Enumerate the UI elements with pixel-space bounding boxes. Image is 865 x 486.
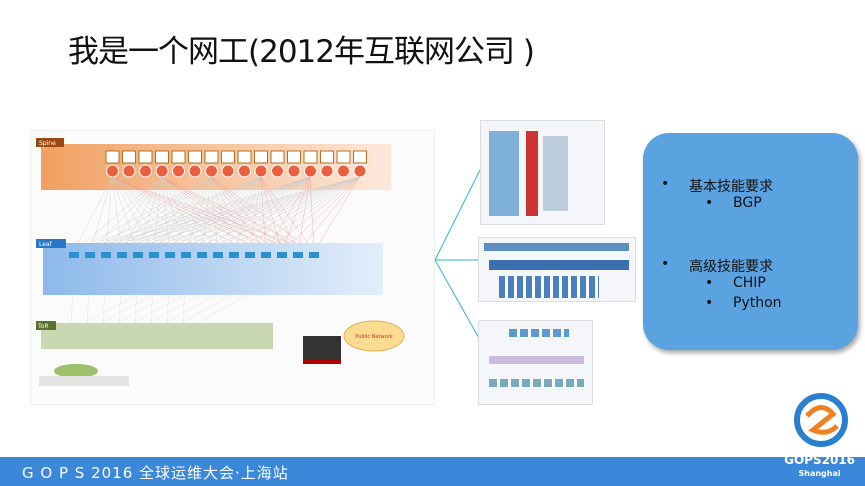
gops-logo-icon — [794, 393, 848, 447]
thumbnail-topology-2 — [478, 237, 636, 302]
brand-sub: Shanghai — [798, 469, 841, 478]
leaf-switch — [277, 252, 287, 258]
leaf-switch — [229, 252, 239, 258]
skills-card: • 基本技能要求 • BGP • 高级技能要求 • CHIP • Python — [643, 133, 858, 350]
leaf-tag — [36, 239, 66, 248]
spine-switch — [353, 150, 367, 164]
spine-router — [106, 164, 119, 178]
spine-router — [337, 164, 350, 178]
leaf-switch — [133, 252, 143, 258]
leaf-layer — [43, 243, 383, 295]
leaf-switch — [117, 252, 127, 258]
leaf-switch — [261, 252, 271, 258]
thumbnail-topology-1 — [480, 120, 605, 225]
spine-switch — [171, 150, 186, 164]
spine-switch — [155, 150, 169, 164]
bullet: • — [661, 256, 670, 272]
leaf-switch — [197, 252, 207, 258]
bullet: • — [705, 275, 714, 291]
leaf-switch — [165, 252, 175, 258]
spine-router — [205, 164, 218, 178]
leaf-switch — [293, 252, 303, 258]
spine-switch — [105, 150, 120, 164]
skill-python: Python — [733, 295, 782, 311]
thumbnail-topology-3 — [478, 320, 593, 405]
footer-text: G O P S 2016 全球运维大会·上海站 — [22, 464, 289, 482]
spine-router — [287, 164, 301, 178]
leaf-switch — [181, 252, 191, 258]
leaf-switch — [213, 252, 223, 258]
spine-router — [122, 164, 136, 178]
spine-switch — [320, 150, 334, 164]
public-network-cloud — [343, 320, 405, 352]
slide-title: 我是一个网工(2012年互联网公司 ) — [68, 34, 535, 70]
leaf-switch — [245, 252, 255, 258]
spine-router — [320, 164, 334, 178]
bullet: • — [705, 295, 714, 311]
spine-router — [155, 164, 169, 178]
spine-router — [254, 164, 268, 178]
spine-router — [221, 164, 235, 178]
skill-chip: CHIP — [733, 275, 766, 291]
spine-switch — [287, 150, 301, 164]
advanced-skills-label: 高级技能要求 — [689, 259, 773, 275]
spine-router — [188, 164, 202, 178]
leaf-switch — [69, 252, 79, 258]
footer-brand: GOPS2016 Shanghai — [784, 454, 855, 480]
spine-switch — [254, 150, 268, 164]
leaf-label: Leaf — [39, 241, 53, 248]
spine-router — [353, 164, 367, 178]
leaf-switch — [149, 252, 159, 258]
spine-switch — [138, 150, 153, 164]
spine-router — [271, 164, 284, 178]
spine-tag — [36, 138, 64, 147]
footer-bar: G O P S 2016 全球运维大会·上海站 GOPS2016 Shangha… — [0, 454, 865, 486]
brand-name: GOPS2016 — [784, 453, 855, 467]
cloud-label: Public Network — [355, 334, 392, 340]
vm-cloud — [54, 364, 98, 378]
basic-skills-label: 基本技能要求 — [689, 179, 773, 195]
spine-router — [304, 164, 317, 178]
spine-switch — [221, 150, 235, 164]
spine-switch — [188, 150, 202, 164]
connector-lines — [435, 169, 481, 341]
spine-router — [238, 164, 251, 178]
spine-switch — [122, 150, 136, 164]
spine-switch — [270, 150, 285, 164]
spine-switch — [237, 150, 252, 164]
leaf-switch — [101, 252, 111, 258]
tor-layer — [41, 323, 273, 349]
spine-switch — [204, 150, 219, 164]
leaf-switch — [85, 252, 95, 258]
bullet: • — [661, 176, 670, 192]
tor-label: ToR — [37, 323, 49, 330]
spine-router — [139, 164, 152, 178]
network-architecture-diagram: Spine Leaf ToR Public Network — [30, 130, 435, 405]
leaf-switch — [309, 252, 319, 258]
spine-switch — [303, 150, 318, 164]
spine-router — [172, 164, 185, 178]
spine-label: Spine — [39, 140, 56, 147]
bullet: • — [705, 195, 714, 211]
spine-switch — [336, 150, 351, 164]
skill-bgp: BGP — [733, 195, 762, 211]
network-diagram-graphic: Spine Leaf ToR Public Network — [36, 138, 405, 386]
